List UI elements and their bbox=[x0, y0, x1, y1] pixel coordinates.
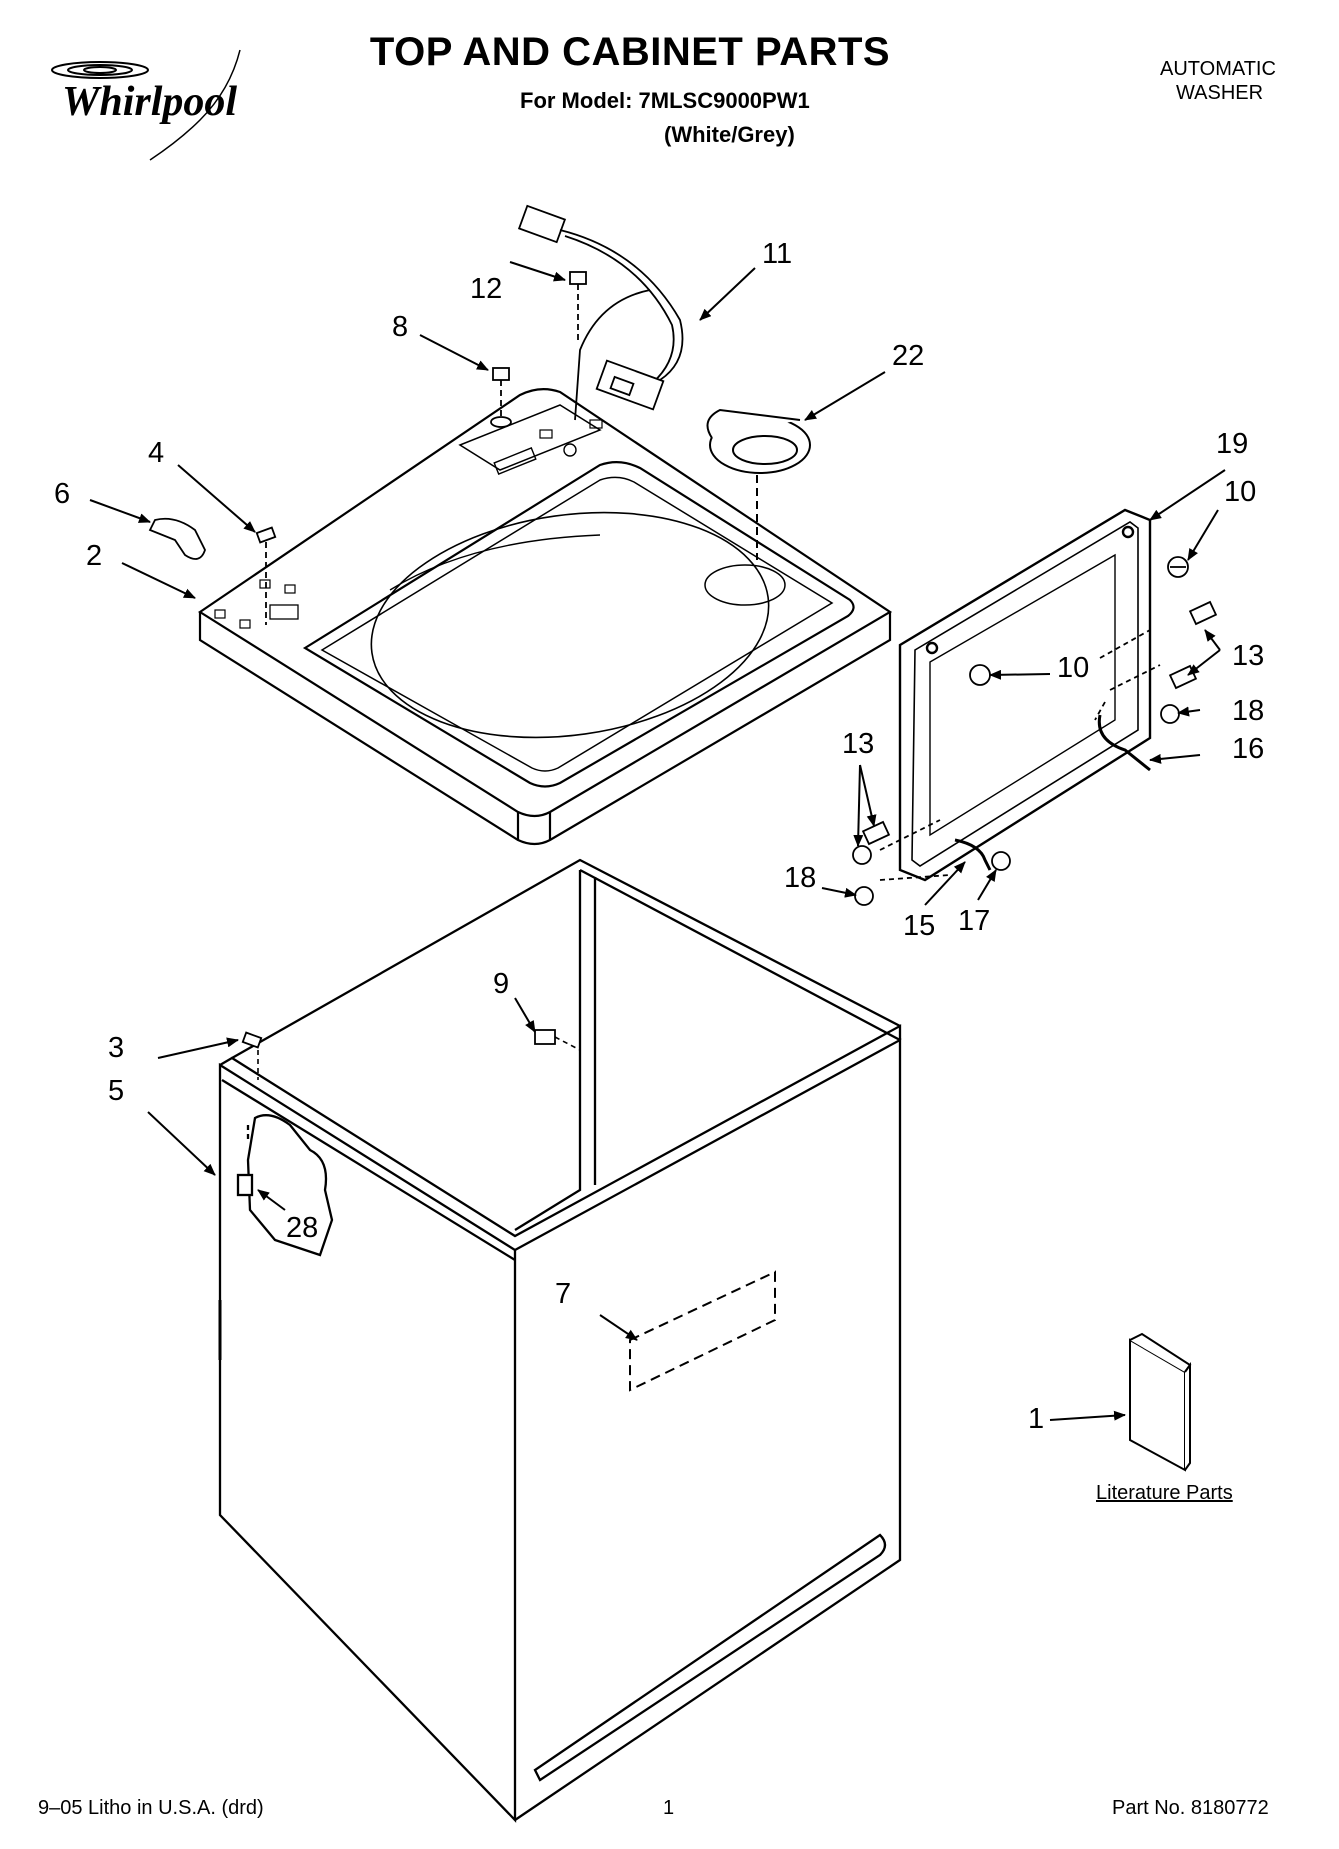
callout-19: 19 bbox=[1216, 428, 1249, 460]
model-number: For Model: 7MLSC9000PW1 bbox=[520, 88, 810, 113]
callout-13-right: 13 bbox=[1232, 640, 1265, 672]
color-variant: (White/Grey) bbox=[664, 122, 795, 147]
callout-12: 12 bbox=[470, 273, 503, 305]
callout-16: 16 bbox=[1232, 733, 1265, 765]
callout-28: 28 bbox=[286, 1212, 319, 1244]
page-title: TOP AND CABINET PARTS bbox=[369, 30, 891, 74]
appliance-type-line-1: AUTOMATIC bbox=[1160, 58, 1276, 80]
callout-9: 9 bbox=[493, 968, 510, 1000]
callout-17: 17 bbox=[958, 905, 991, 937]
literature-booklet-drawing bbox=[1129, 1332, 1192, 1472]
part-number: Part No. 8180772 bbox=[1112, 1797, 1269, 1819]
callout-11: 11 bbox=[762, 238, 793, 270]
callout-18-left: 18 bbox=[784, 862, 817, 894]
callout-8: 8 bbox=[392, 311, 409, 343]
callout-3: 3 bbox=[108, 1032, 125, 1064]
page-number: 1 bbox=[663, 1797, 675, 1819]
appliance-type-line-2: WASHER bbox=[1176, 82, 1264, 104]
callout-10-lower: 10 bbox=[1057, 652, 1090, 684]
lid-switch-harness-drawing bbox=[517, 204, 684, 421]
top-panel-drawing bbox=[197, 388, 893, 846]
callout-leaders bbox=[89, 261, 1226, 1421]
callout-4: 4 bbox=[148, 437, 165, 469]
callout-22: 22 bbox=[892, 340, 925, 372]
whirlpool-logo-text: Whirlpool bbox=[62, 79, 238, 125]
callout-18-right: 18 bbox=[1232, 695, 1265, 727]
screws-12-8-drawing bbox=[490, 271, 587, 428]
callout-6: 6 bbox=[54, 478, 71, 510]
callout-5: 5 bbox=[108, 1075, 125, 1107]
whirlpool-swirl-icon bbox=[51, 49, 241, 161]
lid-drawing bbox=[898, 508, 1152, 882]
literature-parts-label: Literature Parts bbox=[1096, 1482, 1233, 1504]
cabinet-drawing bbox=[218, 858, 902, 1823]
hinge-parts-drawing bbox=[148, 517, 277, 625]
callout-2: 2 bbox=[86, 540, 103, 572]
callout-1: 1 bbox=[1028, 1403, 1045, 1435]
callout-10-upper: 10 bbox=[1224, 476, 1257, 508]
callout-13-left: 13 bbox=[842, 728, 875, 760]
bleach-dispenser-drawing bbox=[706, 408, 811, 560]
print-info: 9–05 Litho in U.S.A. (drd) bbox=[38, 1797, 264, 1819]
callout-15: 15 bbox=[903, 910, 936, 942]
callout-7: 7 bbox=[555, 1278, 572, 1310]
lid-hinge-parts-drawing bbox=[852, 556, 1218, 906]
